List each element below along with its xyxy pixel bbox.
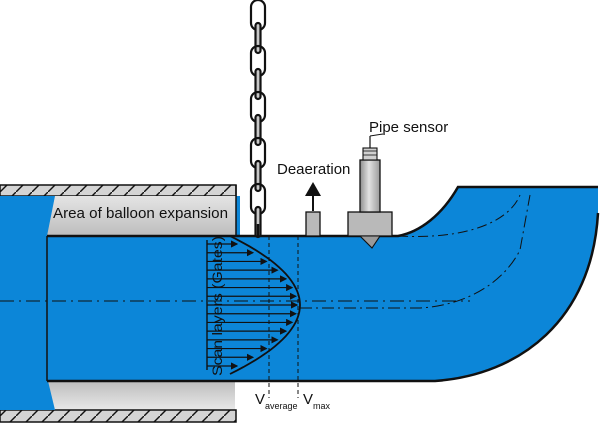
pipe-sensor [347,133,393,249]
deaeration-label: Deaeration [277,161,350,178]
deaeration-port [305,182,321,237]
concrete-wall-top [0,184,237,236]
pipe-outline-bottom [47,212,600,383]
chain-link [254,159,262,193]
chain-link [254,113,262,147]
bend-guide-center [300,194,531,309]
balloon-expansion-label: Area of balloon expansion [53,205,228,222]
v-average-label: Vaverage [255,391,298,411]
v-max-label: Vmax [303,391,331,411]
pipe-sensor-label: Pipe sensor [369,119,448,136]
concrete-wall-bottom [0,381,237,423]
scan-layers-label: Scan layers (Gates) [209,236,225,376]
chain [249,0,267,239]
deaeration-arrow-icon [305,182,321,196]
pipe-outline [47,185,598,238]
v-max-subscript: max [313,401,331,411]
bend-guide-top [397,194,521,238]
chain-link [254,21,262,55]
v-average-subscript: average [265,401,298,411]
v-max-symbol: V [303,391,313,408]
v-average-symbol: V [255,391,265,408]
chain-link [254,67,262,101]
